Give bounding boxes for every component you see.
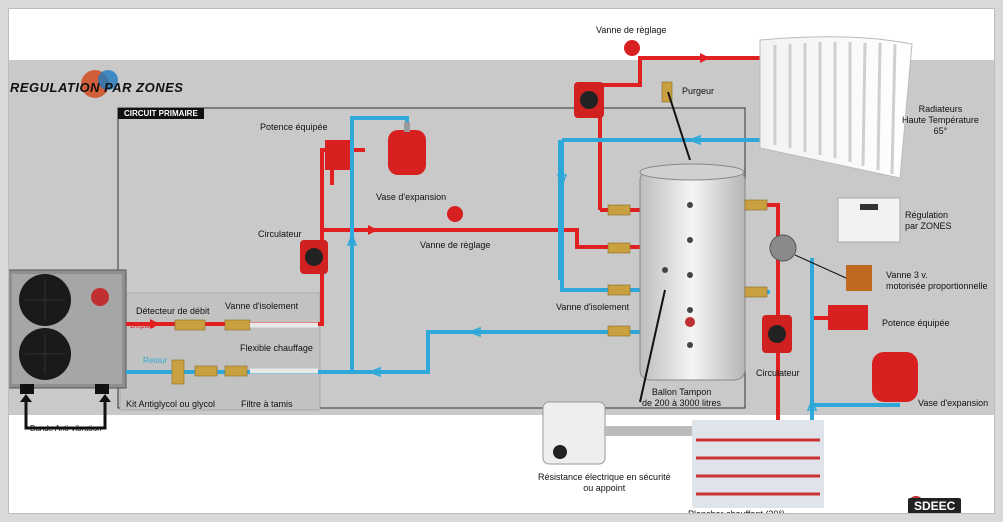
label-filtre: Filtre à tamis bbox=[241, 399, 293, 409]
circuit-primary-tag: CIRCUIT PRIMAIRE bbox=[118, 108, 204, 119]
label-vanne-reglage-top: Vanne de règlage bbox=[596, 25, 667, 35]
label-vase-right: Vase d'expansion bbox=[918, 398, 989, 408]
label-vanne-3v: Vanne 3 v. motorisée proportionnelle bbox=[886, 270, 988, 291]
label-potence-left: Potence équipée bbox=[260, 122, 328, 132]
label-bande-anti-vibration: Bande Anti-vibration bbox=[30, 424, 102, 433]
label-detecteur: Détecteur de débit bbox=[136, 306, 210, 316]
label-kit: Kit Antiglycol ou glycol bbox=[126, 399, 216, 409]
label-retour: Retour bbox=[143, 356, 168, 365]
valve-pointer bbox=[794, 254, 847, 279]
electric-resistance bbox=[542, 401, 696, 465]
buffer-tank bbox=[639, 163, 746, 381]
title-logo bbox=[81, 70, 118, 98]
label-circulateur-right: Circulateur bbox=[756, 368, 800, 378]
underfloor-heating bbox=[692, 420, 824, 508]
page-title: REGULATION PAR ZONES bbox=[10, 80, 184, 95]
expansion-vessel-right bbox=[872, 352, 918, 402]
purgeur-pointer bbox=[667, 91, 691, 161]
label-circulateur-left: Circulateur bbox=[258, 229, 302, 239]
return-arrows bbox=[346, 134, 818, 411]
label-radiateurs: Radiateurs Haute Température 65° bbox=[902, 104, 979, 136]
circulator-right bbox=[762, 315, 792, 353]
label-regulation: Régulation par ZONES bbox=[905, 210, 952, 231]
label-resistance: Résistance électrique en sécurité ou app… bbox=[538, 472, 671, 493]
flexible-hoses bbox=[250, 322, 318, 374]
label-vase-left: Vase d'expansion bbox=[376, 192, 447, 202]
bande-bracket bbox=[24, 396, 107, 430]
three-way-valve bbox=[769, 234, 872, 291]
label-vanne-reglage-mid: Vanne de règlage bbox=[420, 240, 491, 250]
expansion-vessel-left bbox=[388, 122, 426, 175]
label-depart: Départ bbox=[130, 321, 155, 330]
circulator-top bbox=[574, 82, 604, 118]
label-vanne-isolement-mid: Vanne d'isolement bbox=[556, 302, 630, 312]
brand-logo: SDEEC bbox=[908, 498, 962, 514]
label-purgeur: Purgeur bbox=[682, 86, 715, 96]
resistance-pointer bbox=[639, 289, 666, 403]
radiator bbox=[759, 36, 913, 179]
zone-controller bbox=[837, 197, 901, 243]
connection-panel bbox=[119, 292, 321, 411]
label-potence-right: Potence équipée bbox=[882, 318, 950, 328]
regulating-valves bbox=[325, 40, 868, 330]
label-vanne-isolement-left: Vanne d'isolement bbox=[225, 301, 299, 311]
circulator-left bbox=[300, 240, 328, 274]
label-ballon: Ballon Tampon de 200 à 3000 litres bbox=[642, 387, 722, 408]
label-flexible: Flexible chauffage bbox=[240, 343, 313, 353]
heat-pump-unit bbox=[7, 269, 127, 394]
